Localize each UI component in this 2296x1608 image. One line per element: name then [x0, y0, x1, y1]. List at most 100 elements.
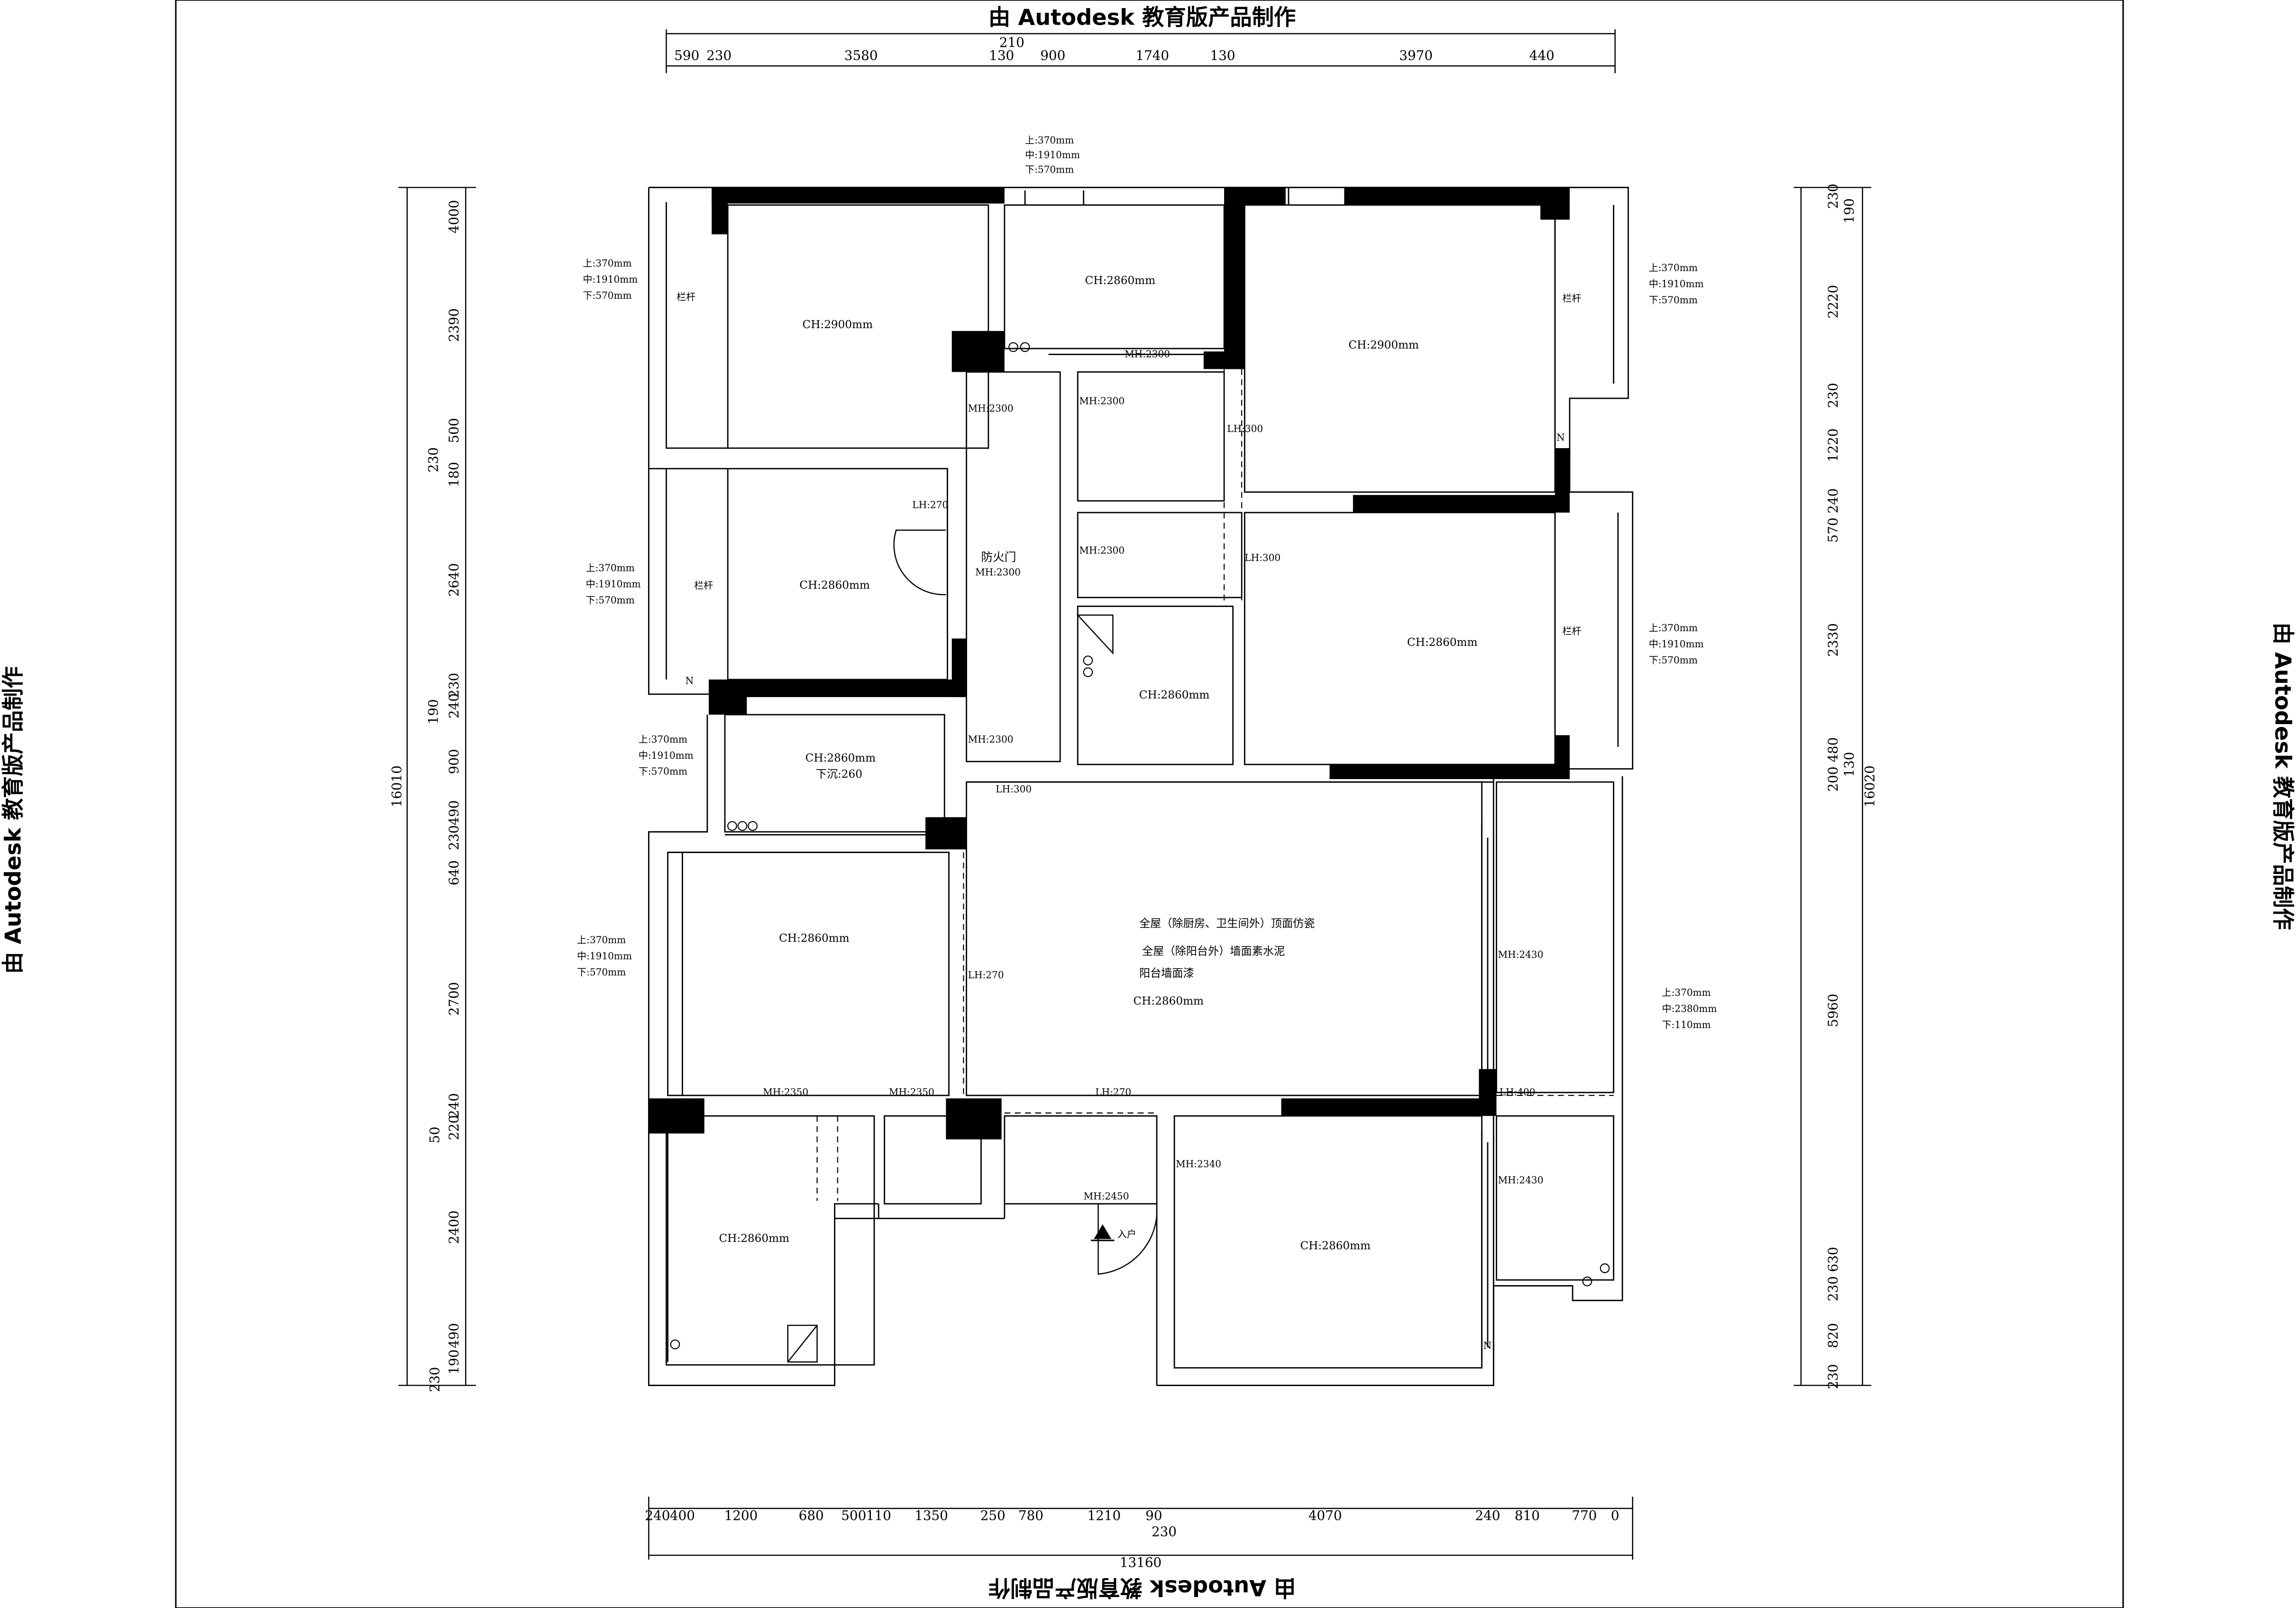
left-dimensions: 4000 2390 500 230 180 2640 230 190 240 9… — [389, 200, 461, 1392]
fire-door-label: 防火门 — [981, 550, 1016, 564]
note: 全屋（除厨房、卫生间外）顶面仿瓷 — [1139, 918, 1315, 930]
room-ch: CH:2860mm — [779, 932, 850, 945]
wh-line: 上:370mm — [1649, 262, 1698, 273]
dim-label: 1210 — [1087, 1508, 1121, 1524]
wh-line: 上:370mm — [1025, 135, 1074, 146]
lh-label: LH:270 — [1095, 1086, 1131, 1098]
dim-label: 500 — [841, 1508, 866, 1524]
mh-label: MH:2430 — [1498, 1174, 1544, 1185]
dim-label: 90 — [1145, 1508, 1162, 1524]
dim-label: 230 — [706, 48, 732, 64]
mh-label: MH:2300 — [1125, 349, 1170, 360]
dim-label: 230 — [426, 447, 441, 472]
dim-label: 130 — [989, 48, 1014, 64]
dim-label: 230 — [446, 673, 462, 698]
structural-walls — [649, 187, 1570, 1139]
dim-label: 1200 — [724, 1508, 758, 1524]
dim-label: 210 — [999, 35, 1025, 50]
dim-label: 2640 — [446, 563, 462, 597]
dim-label: 1740 — [1135, 48, 1169, 64]
finish-notes: 全屋（除厨房、卫生间外）顶面仿瓷 全屋（除阳台外）墙面素水泥 阳台墙面漆 — [1139, 918, 1315, 980]
drawing-border — [175, 0, 2124, 1608]
lh-label: LH:400 — [1500, 1086, 1536, 1098]
dim-label: 500 — [446, 418, 462, 443]
door-swings — [787, 529, 1158, 1363]
room-ch: CH:2860mm — [1085, 275, 1156, 287]
mh-label: MH:2340 — [1176, 1158, 1221, 1169]
wh-line: 中:1910mm — [639, 750, 694, 761]
lh-label: LH:270 — [968, 969, 1004, 981]
entrance-label: 入户 — [1117, 1229, 1136, 1240]
north-mark: N — [1556, 432, 1565, 443]
lh-label: LH:300 — [1244, 552, 1281, 563]
mh-label: MH:2300 — [1079, 544, 1125, 556]
dim-label: 240 — [645, 1508, 670, 1524]
railing-label: 栏杆 — [1563, 293, 1582, 304]
dim-label: 180 — [446, 462, 462, 487]
lh-label: LH:300 — [1227, 423, 1263, 434]
dim-label: 190 — [446, 1350, 462, 1375]
lh-label: LH:270 — [912, 499, 948, 511]
entrance-arrow-icon — [1091, 1224, 1115, 1241]
wh-line: 上:370mm — [639, 734, 687, 745]
room-ch: CH:2860mm — [799, 579, 870, 592]
wh-line: 下:110mm — [1662, 1019, 1711, 1030]
dim-label: 190 — [426, 699, 441, 724]
dim-label: 630 — [1825, 1247, 1841, 1272]
wh-line: 中:1910mm — [583, 274, 638, 285]
dim-label: 230 — [1825, 383, 1841, 408]
dim-label: 110 — [866, 1508, 891, 1524]
dim-label: 230 — [1825, 1364, 1841, 1389]
dim-label: 230 — [1825, 184, 1841, 209]
dim-label: 4070 — [1308, 1508, 1342, 1524]
wh-line: 下:570mm — [583, 290, 631, 301]
room-ch: CH:2900mm — [1348, 339, 1419, 351]
wh-line: 下:570mm — [1025, 164, 1074, 175]
mh-label: MH:2300 — [975, 567, 1021, 578]
wh-line: 中:2380mm — [1662, 1003, 1717, 1014]
dim-total: 13160 — [1120, 1555, 1162, 1571]
dim-label: 900 — [1040, 48, 1065, 64]
wh-line: 上:370mm — [1649, 622, 1698, 634]
dim-label: 440 — [1529, 48, 1555, 64]
dim-label: 590 — [674, 48, 699, 64]
wh-line: 上:370mm — [583, 257, 631, 269]
dim-label: 130 — [1210, 48, 1235, 64]
dim-label: 680 — [799, 1508, 824, 1524]
wh-line: 上:370mm — [1662, 987, 1711, 998]
dim-label: 2400 — [446, 1211, 462, 1244]
dimension-lines — [398, 29, 1872, 1560]
window-height-notes: 上:370mm 中:1910mm 下:570mm 上:370mm 中:1910m… — [577, 135, 1717, 1030]
wh-line: 中:1910mm — [1649, 638, 1704, 650]
fixture-circles — [670, 342, 1610, 1350]
dim-label: 4000 — [446, 200, 462, 234]
wh-line: 中:1910mm — [1649, 278, 1704, 289]
right-dimensions: 230 190 2220 230 1220 240 570 2330 480 1… — [1825, 184, 1877, 1389]
mh-label: MH:2350 — [763, 1086, 808, 1098]
watermark-right: 由 Autodesk 教育版产品制作 — [2270, 623, 2296, 930]
mh-label: MH:2300 — [1079, 395, 1125, 406]
dim-label: 240 — [446, 693, 462, 718]
wh-line: 下:570mm — [1649, 654, 1698, 666]
watermark-bottom: 由 Autodesk 教育版产品制作 — [988, 1575, 1296, 1600]
dim-label: 490 — [446, 800, 462, 826]
dim-label: 240 — [446, 1093, 462, 1118]
dim-label: 230 — [446, 825, 462, 850]
dim-label: 3970 — [1399, 48, 1433, 64]
room-sunken: 下沉:260 — [816, 768, 862, 781]
dim-label: 200 — [1825, 766, 1841, 791]
dim-label: 770 — [1572, 1508, 1597, 1524]
railing-label: 栏杆 — [1563, 625, 1582, 636]
note: 全屋（除阳台外）墙面素水泥 — [1142, 946, 1285, 958]
dim-label: 2330 — [1825, 623, 1841, 657]
dim-label: 640 — [446, 860, 462, 885]
room-ch: CH:2860mm — [1133, 995, 1204, 1008]
wh-line: 中:1910mm — [586, 578, 641, 589]
room-ch: CH:2860mm — [1139, 689, 1210, 701]
note: 阳台墙面漆 — [1139, 967, 1194, 980]
dim-label: 820 — [1825, 1323, 1841, 1348]
watermark-left: 由 Autodesk 教育版产品制作 — [0, 666, 26, 974]
dim-label: 5960 — [1825, 994, 1841, 1028]
dim-label: 2390 — [446, 308, 462, 342]
